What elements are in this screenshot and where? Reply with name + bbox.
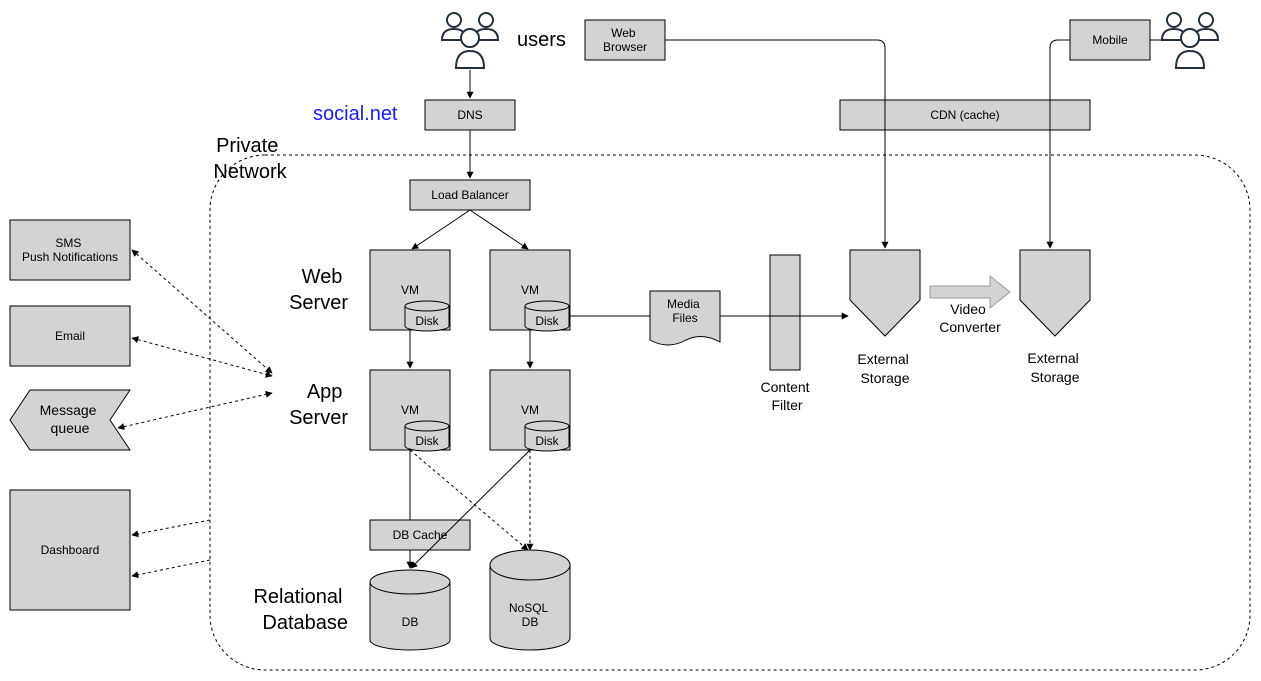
web-vm-right: VM Disk [489, 249, 571, 332]
svg-text:External Storage: External Storage [1027, 350, 1082, 385]
dns-node: DNS [424, 99, 516, 131]
edge-network-dashboard-2 [131, 559, 211, 579]
load-balancer-node: Load Balancer [409, 179, 531, 211]
svg-text:Dashboard: Dashboard [41, 543, 100, 557]
svg-text:DB: DB [402, 615, 419, 629]
edge-browser-storage [665, 39, 889, 249]
svg-text:Message queue: Message queue [40, 402, 101, 436]
external-storage-2: External Storage [1019, 249, 1091, 385]
web-browser-node: Web Browser [584, 19, 666, 61]
users-icon [440, 12, 500, 69]
svg-text:External Storage: External Storage [857, 351, 912, 386]
svg-text:VM: VM [401, 403, 419, 417]
app-vm-left: VM Disk [369, 369, 451, 452]
svg-text:Disk: Disk [415, 314, 439, 328]
cdn-node: CDN (cache) [839, 99, 1091, 131]
svg-text:Web Browser: Web Browser [603, 26, 647, 54]
svg-text:Media Files: Media Files [667, 297, 703, 325]
email-node: Email [9, 305, 131, 367]
svg-text:Email: Email [55, 329, 85, 343]
svg-text:Disk: Disk [415, 434, 439, 448]
edge-sms-hub [131, 249, 273, 374]
users-icon [1160, 12, 1220, 69]
private-network-label: Private Network [213, 135, 287, 183]
mobile-node: Mobile [1069, 19, 1151, 61]
svg-text:CDN (cache): CDN (cache) [930, 108, 999, 122]
edge-app-right-db [410, 449, 531, 569]
edge-network-dashboard-1 [131, 519, 211, 538]
users-label: users [517, 29, 566, 51]
video-converter-arrow [929, 274, 1011, 310]
svg-text:Disk: Disk [535, 314, 559, 328]
edge-app-left-nosql [409, 449, 529, 551]
disk-icon: Disk [524, 420, 570, 452]
dashboard-node: Dashboard [9, 489, 131, 611]
edge-lb-web-right [469, 209, 529, 250]
private-network-boundary [209, 154, 1251, 671]
relational-database-label: Relational Database [253, 586, 348, 634]
svg-text:NoSQL DB: NoSQL DB [509, 601, 551, 629]
svg-text:SMS Push Notifications: SMS Push Notifications [22, 236, 118, 264]
svg-text:Load Balancer: Load Balancer [431, 188, 508, 202]
svg-text:DB Cache: DB Cache [393, 528, 448, 542]
svg-text:VM: VM [521, 403, 539, 417]
video-converter-label: Video Converter [939, 301, 1001, 335]
social-net-label: social.net [313, 103, 398, 125]
svg-text:DNS: DNS [457, 108, 482, 122]
svg-text:VM: VM [521, 283, 539, 297]
edge-lb-web-left [411, 209, 471, 250]
web-server-label: Web Server [289, 266, 348, 314]
external-storage-1: External Storage [849, 249, 921, 386]
edge-mobile-storage [1046, 39, 1070, 249]
svg-text:Disk: Disk [535, 434, 559, 448]
web-vm-left: VM Disk [369, 249, 451, 332]
media-files-node: Media Files [649, 290, 721, 346]
db-cache-node: DB Cache [369, 519, 471, 551]
svg-text:Mobile: Mobile [1092, 33, 1128, 47]
disk-icon: Disk [404, 420, 450, 452]
disk-icon: Disk [404, 300, 450, 332]
sms-push-notifications-node: SMS Push Notifications [9, 219, 131, 281]
edge-email-hub [131, 336, 273, 378]
app-vm-right: VM Disk [489, 369, 571, 452]
disk-icon: Disk [524, 300, 570, 332]
nosql-db-node: NoSQL DB [489, 549, 571, 651]
app-server-label: App Server [289, 381, 348, 429]
message-queue-node: Message queue [9, 389, 131, 451]
content-filter-node [769, 254, 801, 371]
edge-queue-hub [117, 390, 273, 431]
svg-text:VM: VM [401, 283, 419, 297]
content-filter-label: Content Filter [761, 379, 814, 413]
db-node: DB [369, 569, 451, 651]
